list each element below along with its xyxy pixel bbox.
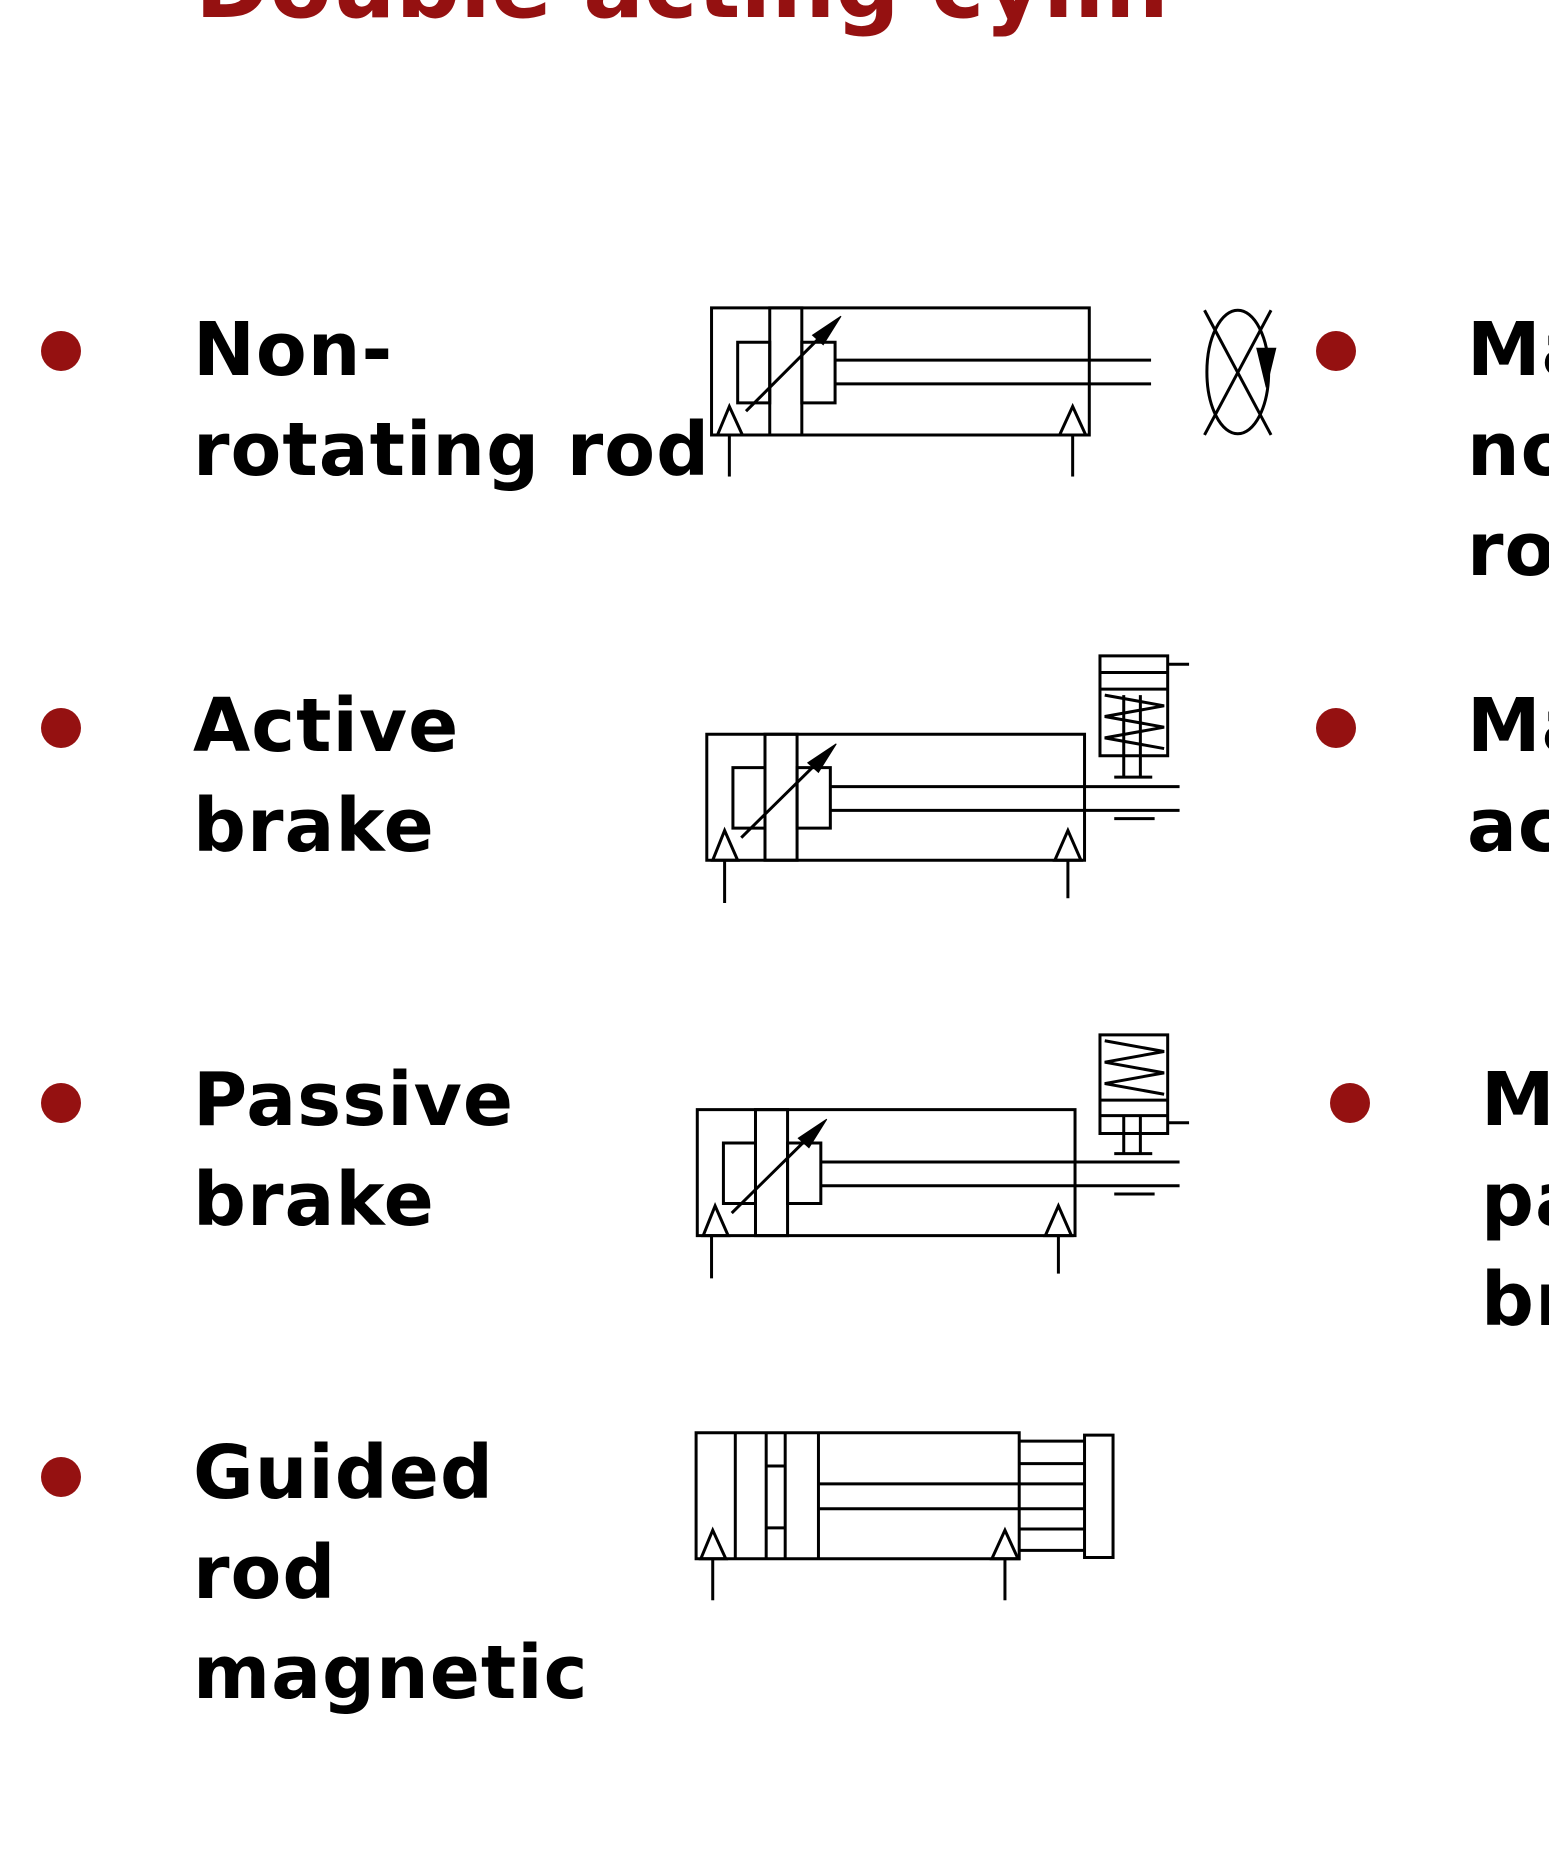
bullet-dot [1316,331,1356,371]
active-brake-cylinder-symbol [707,656,1189,903]
item-label-right-2: Ma ac [1467,683,1549,869]
item-label-right-1: Ma no ro [1467,307,1549,593]
item-label-non-rotating-rod: Non- rotating rod [193,307,711,493]
passive-brake-cylinder-symbol [697,1035,1189,1279]
item-label-guided-rod: Guided rod magnetic [193,1430,589,1716]
item-label-passive-brake: Passive brake [193,1057,515,1243]
slide-title: Double acting cylin [195,0,1169,32]
bullet-dot [1316,708,1356,748]
non-rotating-rod-cylinder-symbol [712,308,1276,477]
bullet-dot [41,1457,81,1497]
item-label-right-3: M pa br [1481,1057,1549,1343]
item-label-active-brake: Active brake [193,683,460,869]
bullet-dot [41,1083,81,1123]
bullet-dot [41,331,81,371]
guided-rod-cylinder-symbol [696,1433,1113,1600]
bullet-dot [41,708,81,748]
bullet-dot [1330,1083,1370,1123]
